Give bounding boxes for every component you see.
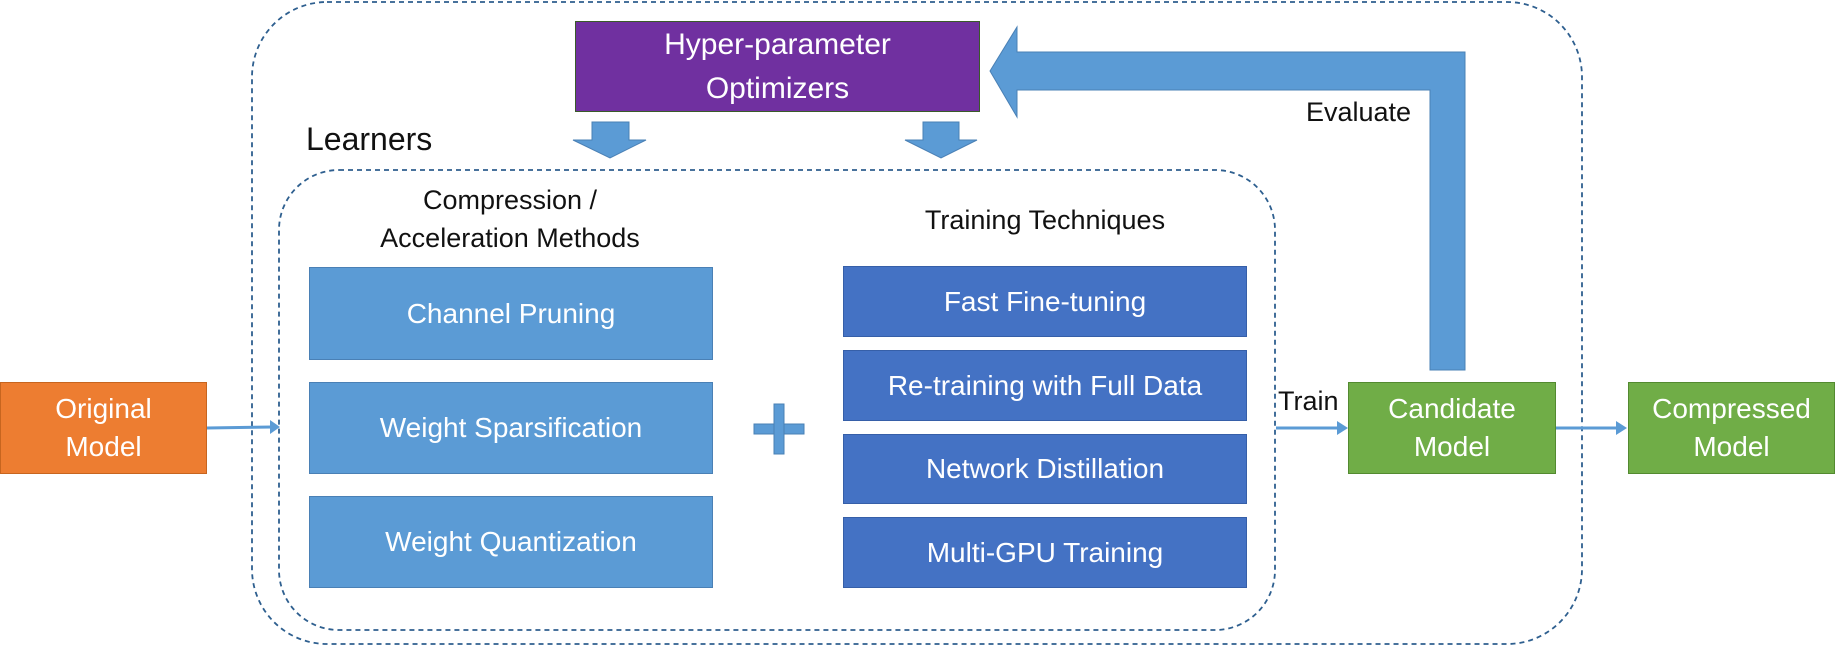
optimizer-down-arrow-right — [904, 121, 978, 159]
training-techniques-title: Training Techniques — [924, 205, 1166, 235]
original-model-box: Original Model — [0, 382, 207, 474]
outer-container — [251, 1, 1583, 645]
original-to-learners-arrow — [206, 420, 280, 434]
weight-sparsification-box: Weight Sparsification — [309, 382, 713, 474]
train-label: Train — [1278, 386, 1339, 416]
plus-icon — [753, 403, 805, 455]
evaluate-label: Evaluate — [1306, 97, 1412, 127]
multi-gpu-training-box: Multi-GPU Training — [843, 517, 1247, 588]
candidate-to-compressed-arrow — [1556, 421, 1627, 435]
fast-fine-tuning-box: Fast Fine-tuning — [843, 266, 1247, 337]
train-arrow — [1276, 421, 1348, 435]
optimizer-down-arrow-left — [572, 121, 647, 159]
weight-quantization-box: Weight Quantization — [309, 496, 713, 588]
compressed-model-box: Compressed Model — [1628, 382, 1835, 474]
re-training-full-data-box: Re-training with Full Data — [843, 350, 1247, 421]
network-distillation-box: Network Distillation — [843, 434, 1247, 504]
learners-title: Learners — [306, 121, 433, 157]
evaluate-feedback-arrow — [989, 25, 1466, 371]
compression-methods-title: Compression / Acceleration Methods — [380, 185, 640, 253]
channel-pruning-box: Channel Pruning — [309, 267, 713, 360]
candidate-model-box: Candidate Model — [1348, 382, 1556, 474]
hyper-parameter-optimizers-box: Hyper-parameter Optimizers — [575, 21, 980, 112]
